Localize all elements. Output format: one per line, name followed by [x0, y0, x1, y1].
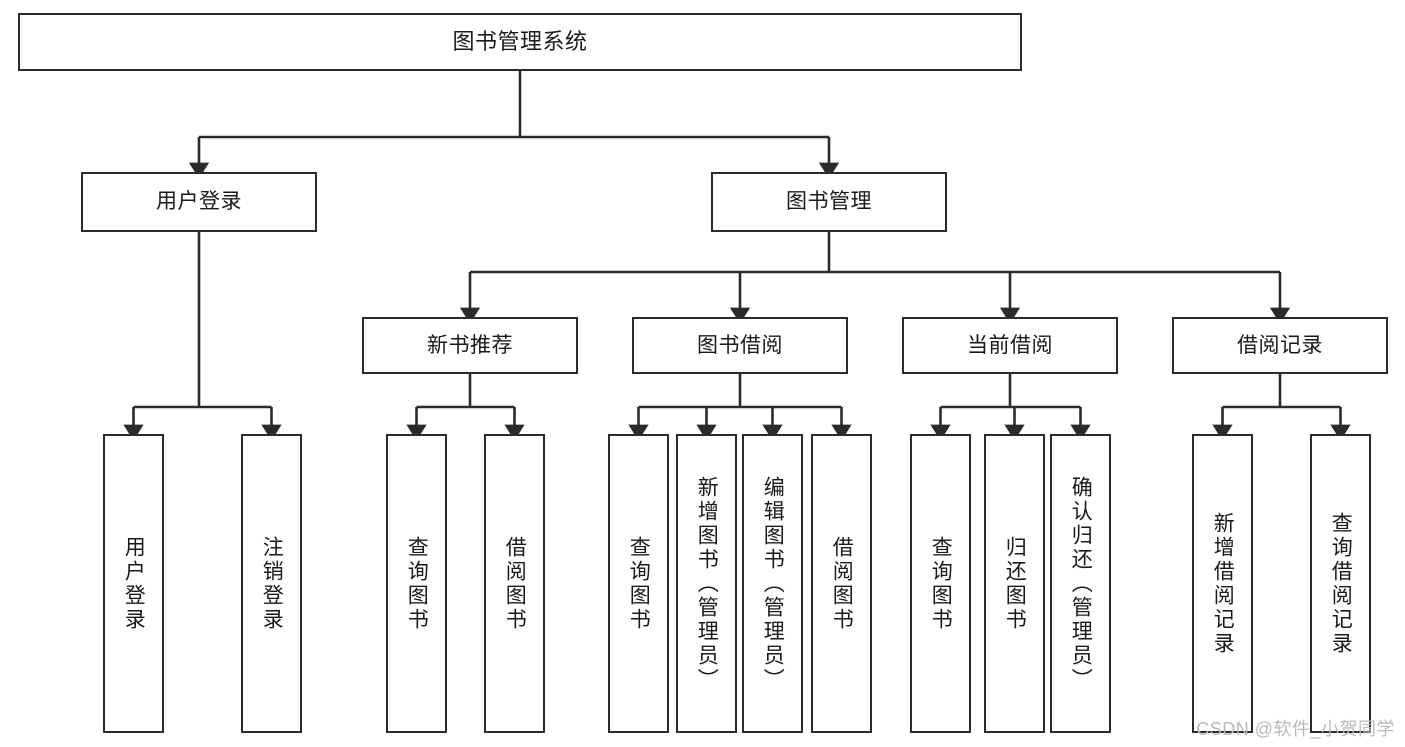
node-borrow-record[interactable]: 借阅记录 [1172, 317, 1388, 374]
node-label-leaf-borrow-book-2: 借阅图书 [830, 535, 854, 632]
node-leaf-borrow-book-2[interactable]: 借阅图书 [811, 434, 872, 733]
node-label-borrow-record: 借阅记录 [1237, 333, 1323, 357]
node-label-leaf-edit-book: 编辑图书（管理员） [761, 475, 785, 692]
node-label-book-manage: 图书管理 [786, 190, 872, 214]
node-label-leaf-query-book-1: 查询图书 [405, 535, 429, 632]
node-book-borrow[interactable]: 图书借阅 [632, 317, 848, 374]
node-leaf-return-book[interactable]: 归还图书 [984, 434, 1045, 733]
node-label-leaf-add-book: 新增图书（管理员） [695, 475, 719, 692]
node-leaf-edit-book[interactable]: 编辑图书（管理员） [742, 434, 803, 733]
node-label-current-borrow: 当前借阅 [967, 333, 1053, 357]
node-label-leaf-query-book-2: 查询图书 [627, 535, 651, 632]
node-label-leaf-user-login: 用户登录 [122, 535, 146, 632]
node-label-leaf-query-book-3: 查询图书 [929, 535, 953, 632]
node-root[interactable]: 图书管理系统 [18, 13, 1022, 71]
node-leaf-query-book-3[interactable]: 查询图书 [910, 434, 971, 733]
node-label-new-book-recommend: 新书推荐 [427, 333, 513, 357]
node-book-manage[interactable]: 图书管理 [711, 172, 947, 232]
node-current-borrow[interactable]: 当前借阅 [902, 317, 1118, 374]
node-new-book-recommend[interactable]: 新书推荐 [362, 317, 578, 374]
node-leaf-borrow-book-1[interactable]: 借阅图书 [484, 434, 545, 733]
node-leaf-query-record[interactable]: 查询借阅记录 [1310, 434, 1371, 733]
node-label-leaf-confirm-return: 确认归还（管理员） [1069, 475, 1093, 692]
node-label-leaf-add-record: 新增借阅记录 [1211, 511, 1235, 656]
node-leaf-add-record[interactable]: 新增借阅记录 [1192, 434, 1253, 733]
node-leaf-confirm-return[interactable]: 确认归还（管理员） [1050, 434, 1111, 733]
node-label-leaf-user-logout: 注销登录 [260, 535, 284, 632]
node-label-book-borrow: 图书借阅 [697, 333, 783, 357]
node-label-user-login: 用户登录 [156, 190, 242, 214]
node-label-leaf-borrow-book-1: 借阅图书 [503, 535, 527, 632]
node-leaf-user-logout[interactable]: 注销登录 [241, 434, 302, 733]
node-leaf-add-book[interactable]: 新增图书（管理员） [676, 434, 737, 733]
node-leaf-query-book-1[interactable]: 查询图书 [386, 434, 447, 733]
edges-group [123, 71, 1351, 441]
node-leaf-query-book-2[interactable]: 查询图书 [608, 434, 669, 733]
node-leaf-user-login[interactable]: 用户登录 [103, 434, 164, 733]
node-label-root: 图书管理系统 [452, 28, 588, 54]
node-label-leaf-return-book: 归还图书 [1003, 535, 1027, 632]
node-user-login[interactable]: 用户登录 [81, 172, 317, 232]
node-label-leaf-query-record: 查询借阅记录 [1329, 511, 1353, 656]
